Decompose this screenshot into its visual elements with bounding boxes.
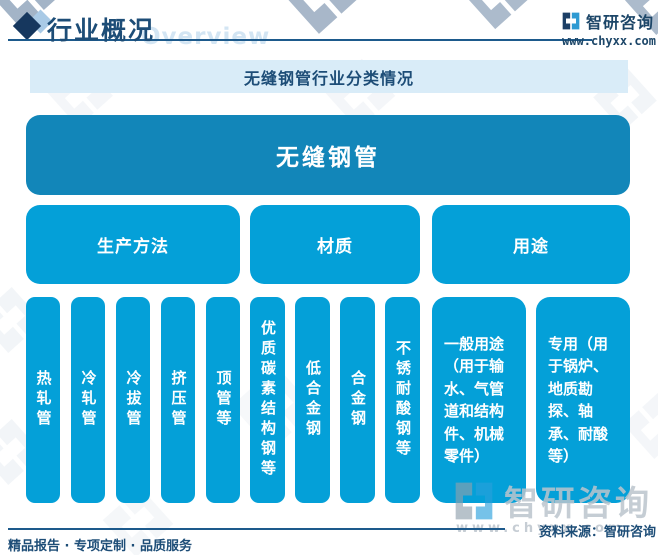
brand-watermark-bottom: 智研咨询: [452, 476, 652, 525]
footer-services-text: 精品报告 · 专项定制 · 品质服务: [8, 539, 192, 554]
header: Overview 行业概况 智研咨询 www.chyxx.com: [0, 0, 658, 56]
leaf-general-purpose: 一般用途（用于输水、气管道和结构件、机械零件）: [432, 297, 526, 503]
branch-usage: 用途: [432, 205, 630, 284]
branch-production-method: 生产方法: [26, 205, 240, 284]
leaf-low-alloy-steel: 低合金钢: [295, 297, 330, 503]
brand-watermark-website: www.chyxx.com: [456, 521, 626, 536]
page-title: 行业概况: [47, 16, 156, 45]
brand-name: 智研咨询: [585, 13, 654, 32]
brand-watermark-logo-icon: [452, 479, 496, 523]
leaf-label: 挤压管: [169, 370, 188, 430]
leaf-special-purpose: 专用（用于锅炉、地质勘探、轴承、耐酸等）: [536, 297, 630, 503]
brand-logo-icon: [561, 11, 581, 31]
leaf-top-pipe-etc: 顶管等: [206, 297, 240, 503]
chart-title-bar: 无缝钢管行业分类情况: [30, 60, 628, 93]
root-node-seamless-steel-pipe: 无缝钢管: [26, 115, 630, 195]
brand-website: www.chyxx.com: [562, 34, 656, 48]
leaf-label: 冷轧管: [79, 370, 98, 430]
leaf-hot-rolled-pipe: 热轧管: [26, 297, 60, 503]
leaf-quality-carbon-structural-steel: 优质碳素结构钢等: [250, 297, 285, 503]
leaf-alloy-steel: 合金钢: [340, 297, 375, 503]
leaf-label: 不锈耐酸钢等: [394, 340, 412, 460]
leaf-extruded-pipe: 挤压管: [161, 297, 195, 503]
leaf-label: 低合金钢: [304, 360, 322, 440]
leaf-label: 顶管等: [214, 370, 233, 430]
header-rule: [8, 39, 592, 41]
branch-material: 材质: [250, 205, 420, 284]
leaf-label: 优质碳素结构钢等: [259, 320, 277, 480]
leaf-label: 热轧管: [34, 370, 53, 430]
leaf-cold-rolled-pipe: 冷轧管: [71, 297, 105, 503]
leaf-cold-drawn-pipe: 冷拔管: [116, 297, 150, 503]
leaf-label: 合金钢: [349, 370, 367, 430]
brand-logo: 智研咨询: [561, 10, 654, 32]
leaf-label: 冷拔管: [124, 370, 143, 430]
data-source-text: 资料来源：智研咨询: [538, 525, 656, 540]
footer-rule: [8, 528, 505, 530]
brand-watermark-name: 智研咨询: [504, 484, 652, 524]
leaf-stainless-acid-resistant-steel: 不锈耐酸钢等: [385, 297, 420, 503]
header-watermark-text: Overview: [141, 24, 271, 50]
chart-title: 无缝钢管行业分类情况: [243, 68, 414, 88]
